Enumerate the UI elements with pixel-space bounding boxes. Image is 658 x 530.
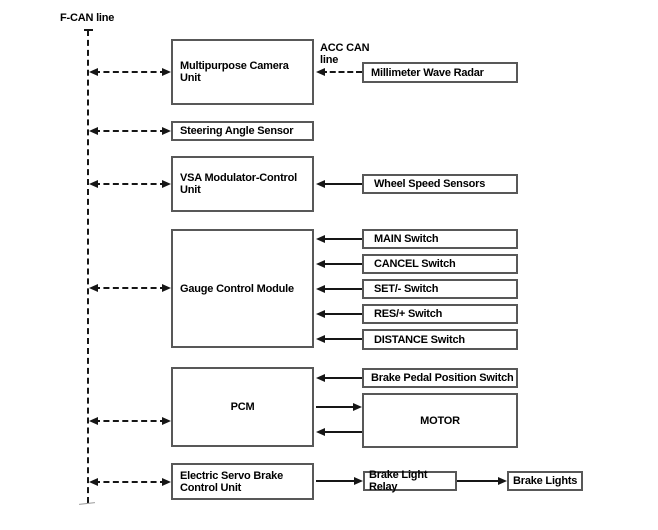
distance-switch-label: DISTANCE Switch (374, 333, 465, 346)
wheel-speed-sensors-label: Wheel Speed Sensors (374, 178, 486, 190)
pcm-label: PCM (230, 401, 255, 413)
motor-label: MOTOR (420, 414, 460, 427)
radar-to-camera-arrow (316, 68, 362, 76)
servo-to-relay-arrow (316, 477, 363, 485)
brake-pedal-position-switch-box: Brake Pedal Position Switch (362, 368, 518, 388)
fcan-to-pcm-arrow (89, 417, 171, 425)
fcan-to-vsa-arrow (89, 180, 171, 188)
relay-to-lights-arrow (457, 477, 507, 485)
multipurpose-camera-unit-label: Multipurpose Camera Unit (180, 60, 289, 84)
pcm-box: PCM (171, 367, 314, 447)
fcan-to-steering-arrow (89, 127, 171, 135)
main-switch-label: MAIN Switch (374, 233, 439, 245)
brake-light-relay-box: Brake Light Relay (363, 469, 457, 493)
fcan-line-label: F-CAN line (60, 12, 115, 24)
brake-lights-box: Brake Lights (507, 471, 583, 491)
wheel-speed-sensors-box: Wheel Speed Sensors (362, 174, 518, 194)
motor-to-pcm-arrow (316, 428, 362, 436)
electric-servo-brake-control-unit-box: Electric Servo Brake Control Unit (171, 463, 314, 500)
brake-lights-label: Brake Lights (513, 475, 578, 487)
pcm-to-motor-arrow (316, 403, 362, 411)
electric-servo-brake-control-unit-label: Electric Servo Brake Control Unit (180, 469, 284, 494)
fcan-to-servo-arrow (89, 478, 171, 486)
gauge-control-module-box: Gauge Control Module (171, 229, 314, 348)
steering-angle-sensor-box: Steering Angle Sensor (171, 121, 314, 141)
fcan-to-camera-arrow (89, 68, 171, 76)
fcan-bus-line (87, 30, 89, 503)
multipurpose-camera-unit-box: Multipurpose Camera Unit (171, 39, 314, 105)
wheel-to-vsa-arrow (316, 180, 362, 188)
res-switch-to-gauge-arrow (316, 310, 362, 318)
set-minus-switch-label: SET/- Switch (374, 283, 439, 295)
vsa-modulator-control-unit-box: VSA Modulator-Control Unit (171, 156, 314, 212)
brake-pedal-to-pcm-arrow (316, 374, 362, 382)
cancel-switch-box: CANCEL Switch (362, 254, 518, 274)
distance-switch-to-gauge-arrow (316, 335, 362, 343)
vsa-modulator-control-unit-label: VSA Modulator-Control Unit (180, 172, 297, 196)
millimeter-wave-radar-label: Millimeter Wave Radar (371, 66, 484, 79)
cancel-switch-to-gauge-arrow (316, 260, 362, 268)
fcan-to-gauge-arrow (89, 284, 171, 292)
fcan-bus-top-tick (84, 29, 93, 31)
acc-can-line-label: ACC CAN line (320, 42, 370, 66)
res-plus-switch-label: RES/+ Switch (374, 308, 443, 320)
res-plus-switch-box: RES/+ Switch (362, 304, 518, 324)
set-switch-to-gauge-arrow (316, 285, 362, 293)
steering-angle-sensor-label: Steering Angle Sensor (180, 125, 294, 137)
set-minus-switch-box: SET/- Switch (362, 279, 518, 299)
motor-box: MOTOR (362, 393, 518, 448)
cancel-switch-label: CANCEL Switch (374, 258, 456, 270)
brake-pedal-position-switch-label: Brake Pedal Position Switch (371, 372, 514, 384)
main-switch-box: MAIN Switch (362, 229, 518, 249)
millimeter-wave-radar-box: Millimeter Wave Radar (362, 62, 518, 83)
gauge-control-module-label: Gauge Control Module (180, 282, 294, 295)
distance-switch-box: DISTANCE Switch (362, 329, 518, 350)
main-switch-to-gauge-arrow (316, 235, 362, 243)
fcan-bus-end-mark (78, 502, 96, 505)
brake-light-relay-label: Brake Light Relay (369, 469, 428, 493)
